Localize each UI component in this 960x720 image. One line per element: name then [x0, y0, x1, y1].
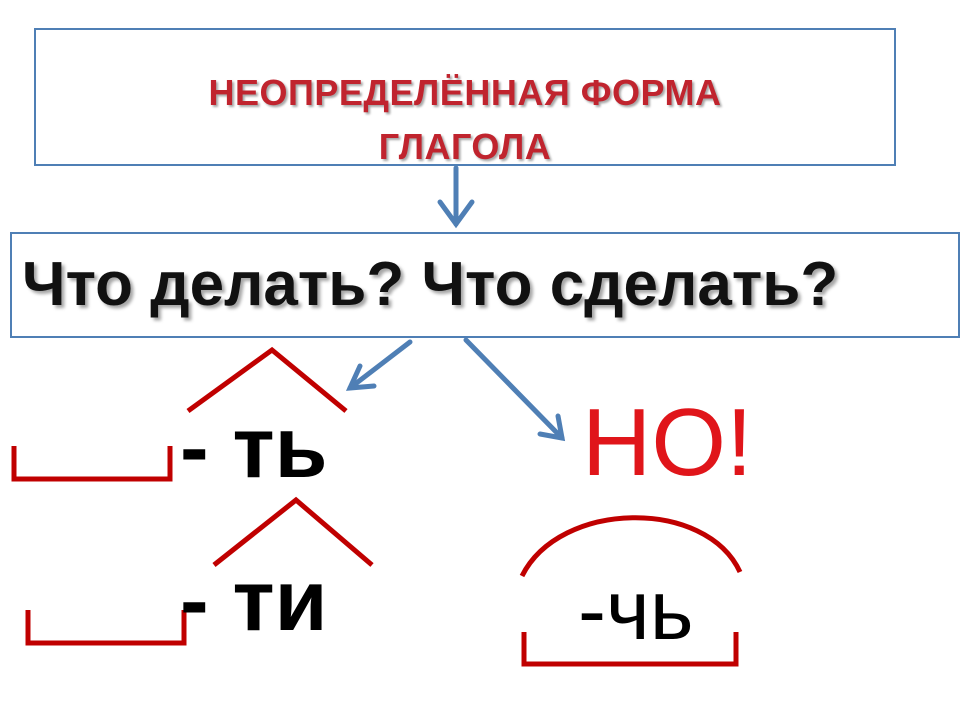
- stem-bracket-ch: [521, 632, 739, 667]
- ending-mark-t: [186, 346, 348, 414]
- suffix-t: - ть: [180, 400, 328, 496]
- suffix-ti: - ти: [180, 553, 328, 649]
- arrow-to-ending-left: [345, 339, 413, 391]
- ending-mark-ti: [212, 496, 374, 567]
- arrow-to-exception: [463, 337, 566, 442]
- question-box: Что делать? Что сделать?: [10, 232, 960, 338]
- title-text: НЕОПРЕДЕЛЁННАЯ ФОРМА ГЛАГОЛА: [208, 72, 722, 167]
- question-text: Что делать? Что сделать?: [22, 250, 839, 319]
- arrow-down-to-question: [437, 165, 475, 229]
- ending-mark-ch: [519, 515, 743, 578]
- title-box: НЕОПРЕДЕЛЁННАЯ ФОРМА ГЛАГОЛА: [34, 28, 896, 167]
- stem-bracket-t: [11, 446, 173, 482]
- suffix-ch: -чь: [578, 563, 694, 657]
- exception-label: НО!: [582, 389, 753, 496]
- stem-bracket-ti: [25, 610, 187, 646]
